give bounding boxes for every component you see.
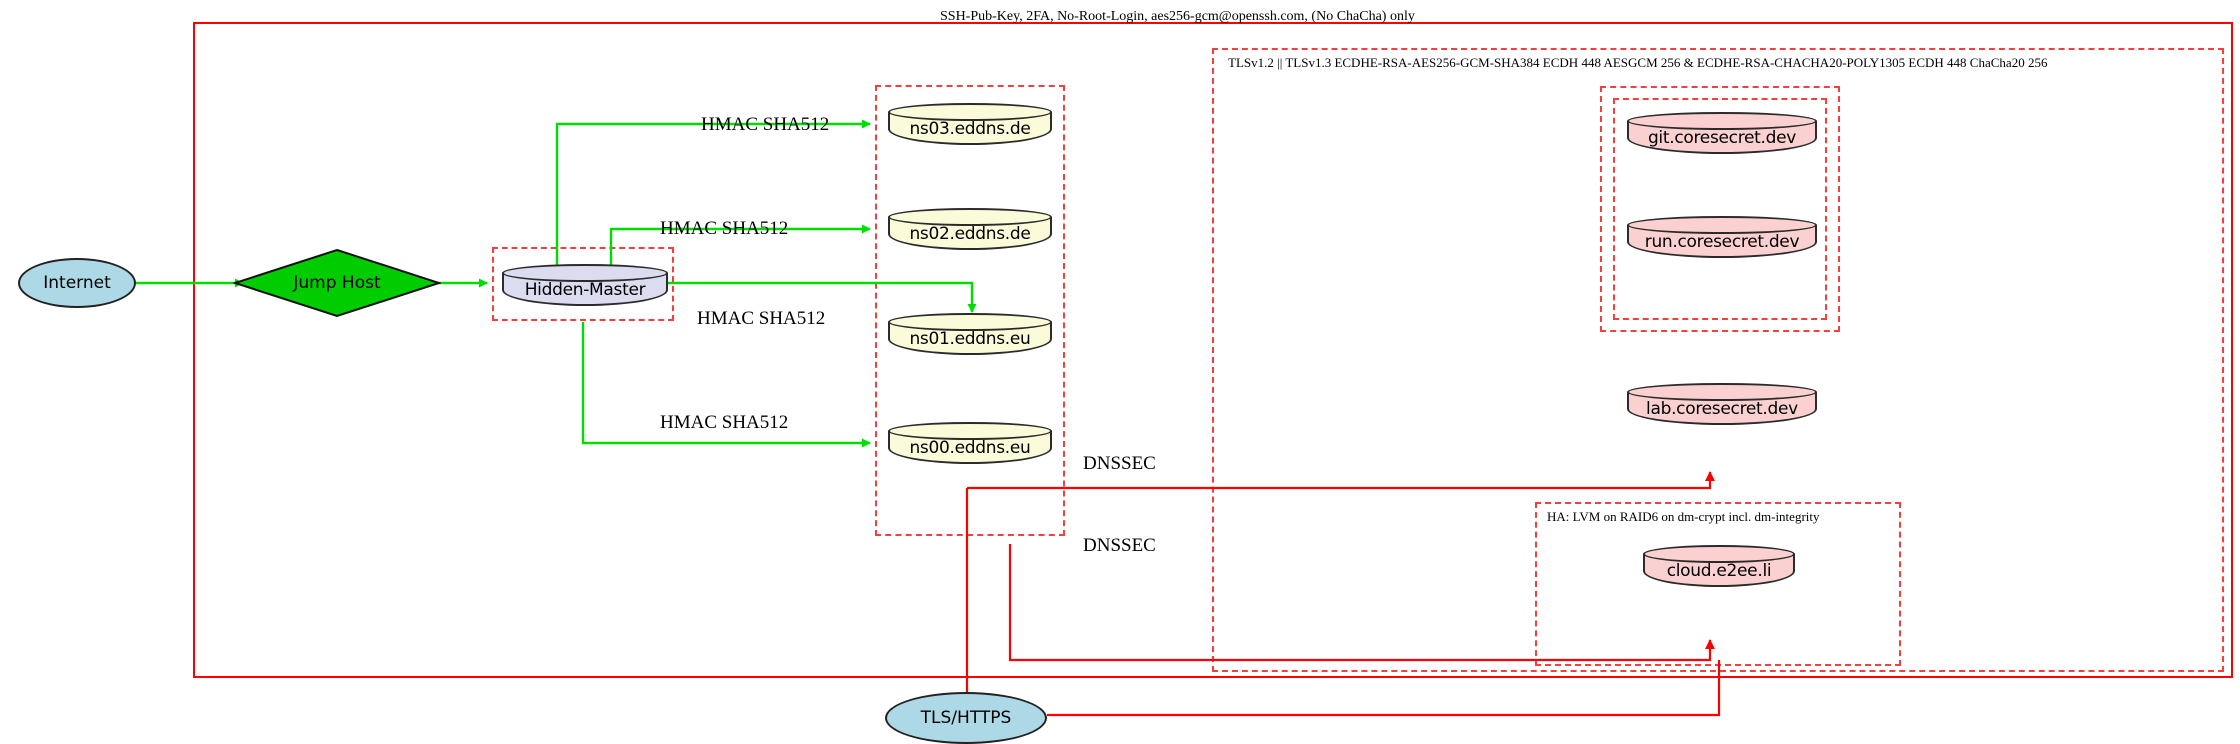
node-tls-https-label: TLS/HTTPS [920,708,1012,728]
cluster-coresecret-zone-inner [1613,98,1827,320]
cylinder-top [1627,216,1817,234]
node-ns01-label: ns01.eddns.eu [909,328,1031,349]
node-internet-label: Internet [43,273,111,293]
node-ns00-label: ns00.eddns.eu [909,437,1031,458]
edge-label-hmac-ns02: HMAC SHA512 [660,218,789,239]
cluster-dns-zone [875,85,1065,536]
node-ns03[interactable]: ns03.eddns.de [888,103,1052,145]
edge-label-hmac-ns01: HMAC SHA512 [697,308,826,329]
edge-label-dnssec-1: DNSSEC [1083,453,1156,474]
cluster-ssh-zone [193,22,2233,678]
node-ns00[interactable]: ns00.eddns.eu [888,422,1052,464]
node-internet[interactable]: Internet [18,258,136,308]
node-ns02-label: ns02.eddns.de [909,223,1031,244]
node-hidden-master-label: Hidden-Master [524,279,646,300]
node-cloud-e2ee-label: cloud.e2ee.li [1666,560,1772,581]
cluster-ha-zone-label: HA: LVM on RAID6 on dm-crypt incl. dm-in… [1547,509,1820,524]
node-tls-https[interactable]: TLS/HTTPS [885,692,1047,744]
cylinder-top [1627,383,1817,401]
cluster-coresecret-zone-outer [1600,86,1840,332]
node-lab-coresecret[interactable]: lab.coresecret.dev [1627,383,1817,425]
cylinder-top [888,313,1052,331]
node-cloud-e2ee[interactable]: cloud.e2ee.li [1643,545,1795,587]
cluster-tls-zone-label: TLSv1.2 || TLSv1.3 ECDHE-RSA-AES256-GCM-… [1228,55,2048,70]
edge-label-hmac-ns03: HMAC SHA512 [701,114,830,135]
cylinder-top [888,422,1052,440]
cylinder-top [1627,112,1817,130]
cylinder-top [502,264,668,282]
node-run-coresecret[interactable]: run.coresecret.dev [1627,216,1817,258]
diamond-shape [231,248,443,318]
node-ns01[interactable]: ns01.eddns.eu [888,313,1052,355]
cylinder-top [888,103,1052,121]
cluster-ssh-zone-label: SSH-Pub-Key, 2FA, No-Root-Login, aes256-… [940,9,1415,24]
cylinder-top [888,208,1052,226]
node-ns02[interactable]: ns02.eddns.de [888,208,1052,250]
node-jump-host[interactable]: Jump Host [231,248,443,318]
node-lab-coresecret-label: lab.coresecret.dev [1646,398,1798,419]
node-hidden-master[interactable]: Hidden-Master [502,264,668,306]
edge-label-dnssec-2: DNSSEC [1083,535,1156,556]
node-ns03-label: ns03.eddns.de [909,118,1031,139]
node-git-coresecret[interactable]: git.coresecret.dev [1627,112,1817,154]
cylinder-top [1643,545,1795,563]
node-git-coresecret-label: git.coresecret.dev [1647,127,1797,148]
node-run-coresecret-label: run.coresecret.dev [1644,231,1800,252]
edge-label-hmac-ns00: HMAC SHA512 [660,412,789,433]
